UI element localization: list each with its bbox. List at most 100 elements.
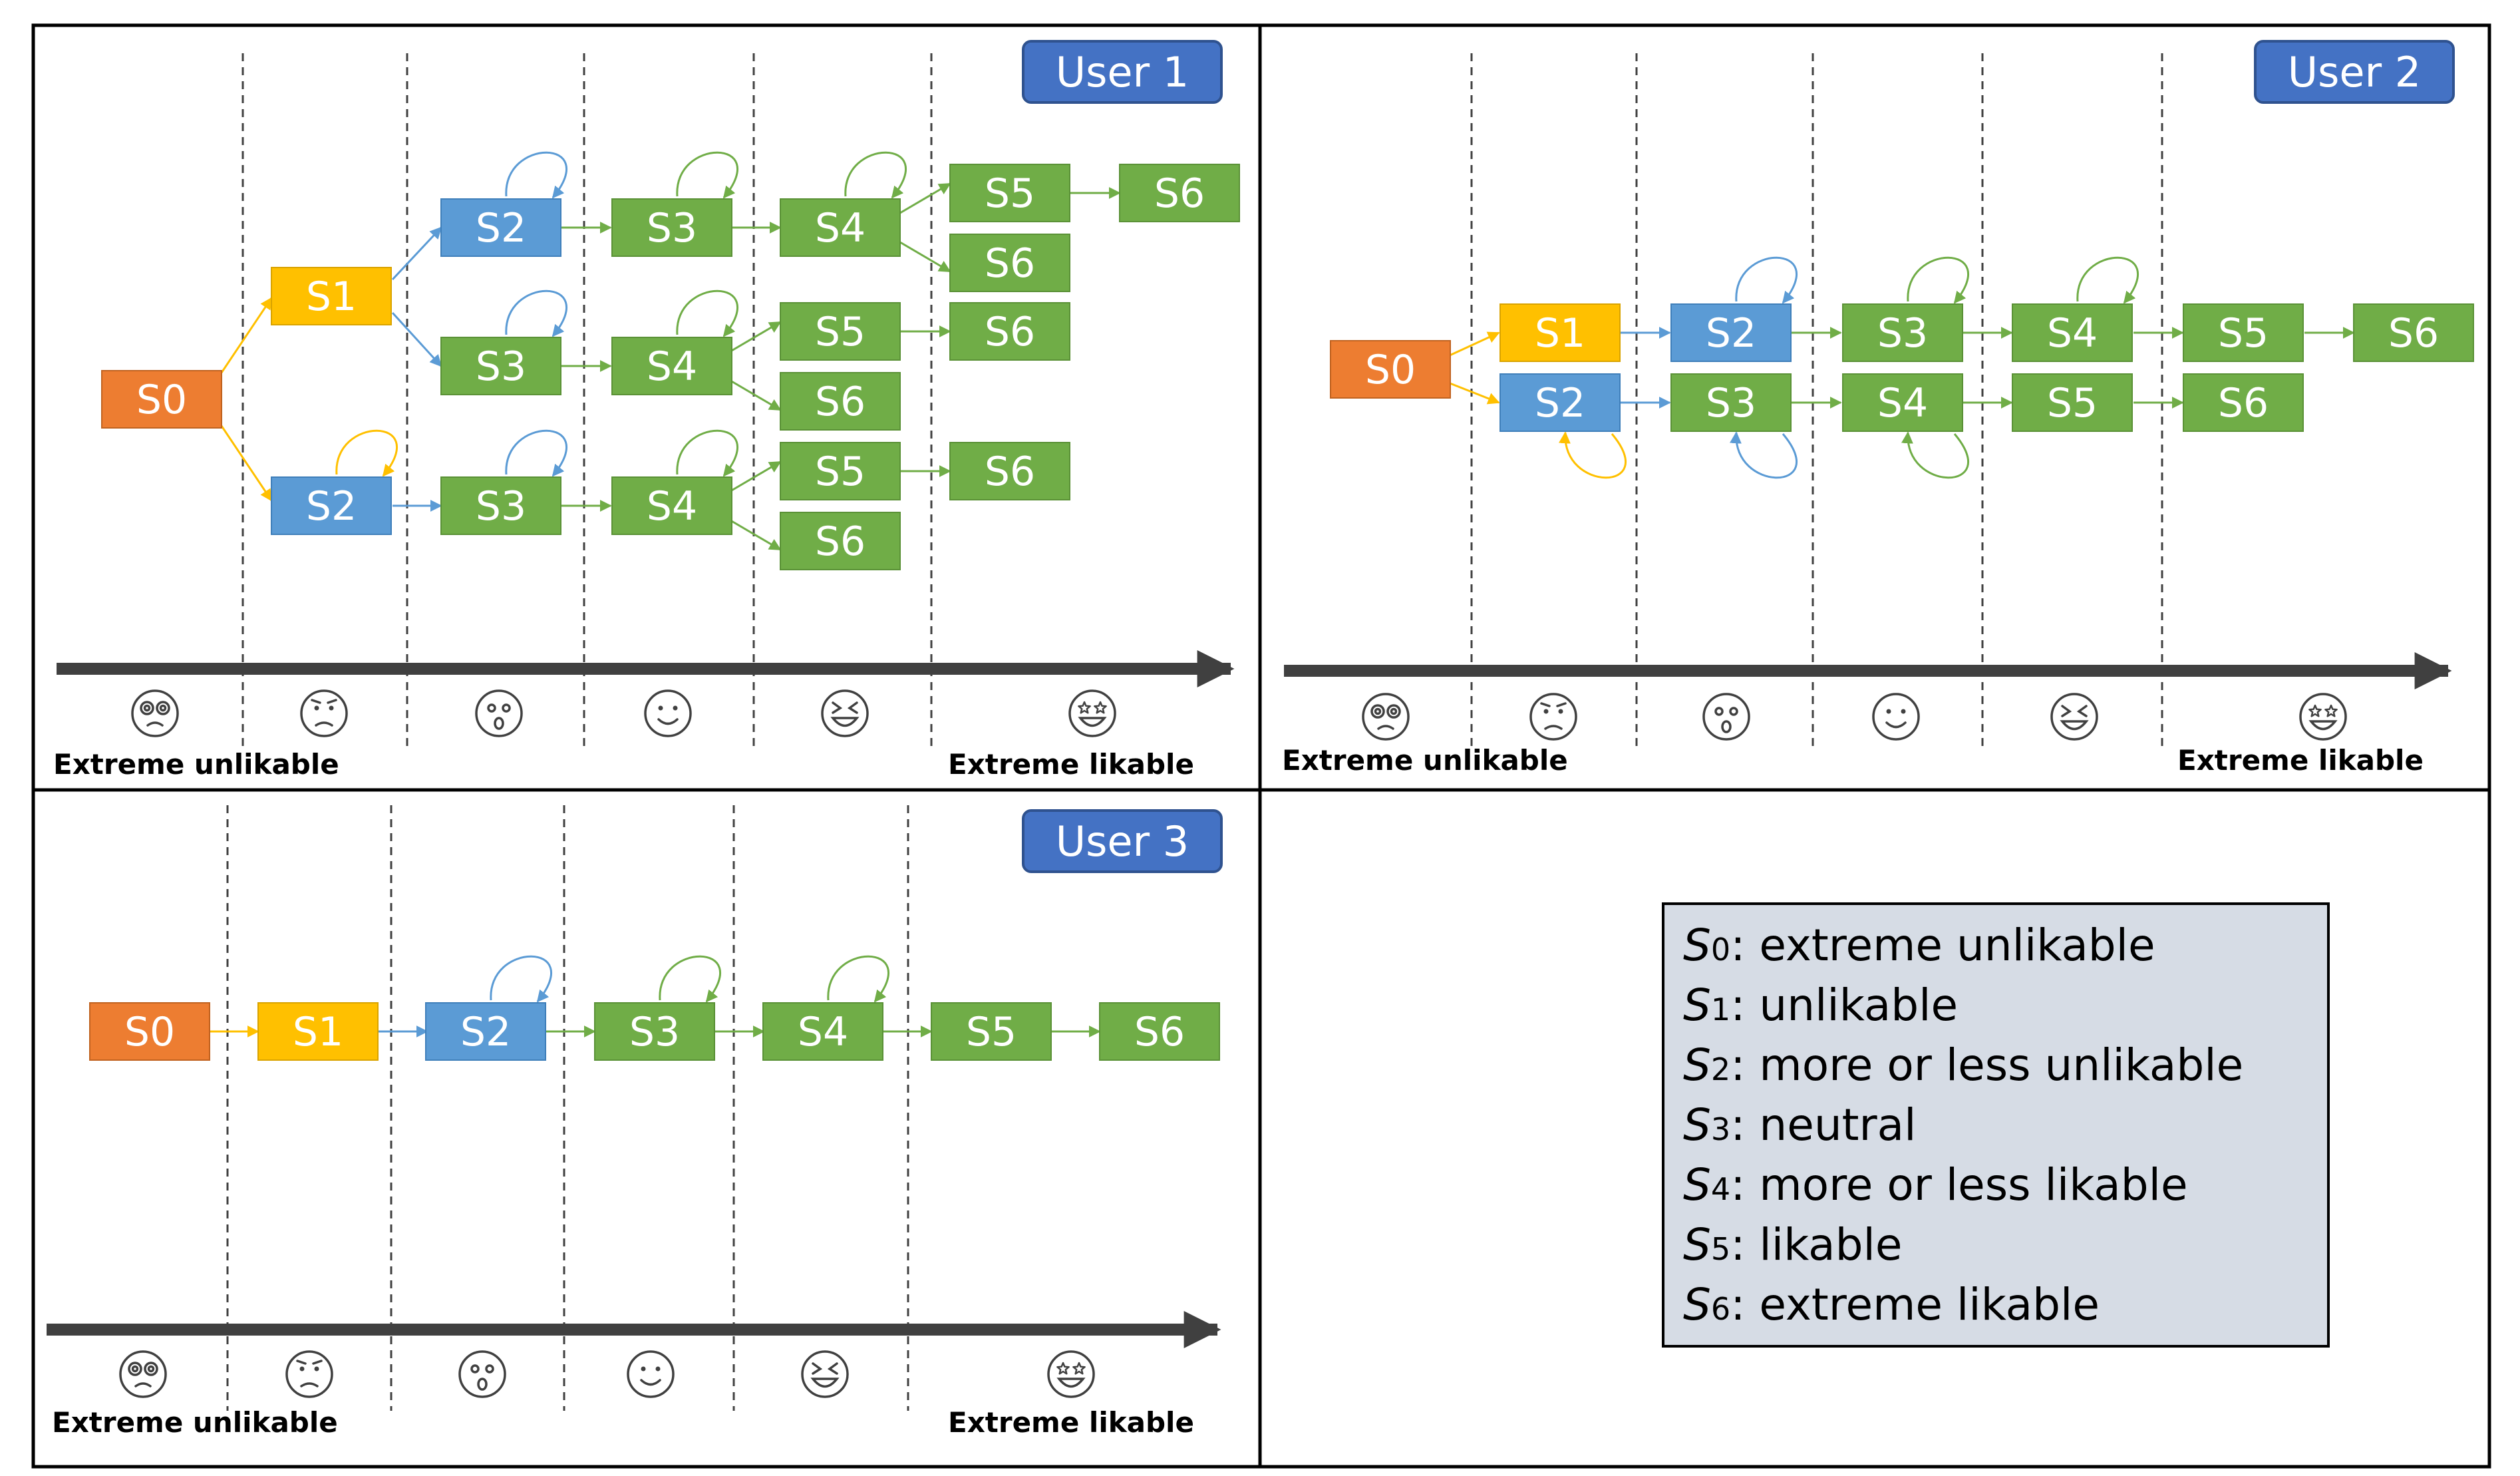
user1-state-s2-top-label: S2 (476, 205, 526, 252)
user2-arrow-s0-s2 (1448, 381, 1500, 405)
legend-item-s3: S3: neutral (1683, 1099, 1916, 1151)
smiling-face-icon (644, 689, 692, 737)
user3-state-s6-box (1099, 1002, 1220, 1061)
user1-state-s6-top-end-box (1119, 164, 1240, 222)
user1-state-s4-low-box (611, 476, 732, 535)
user1-arrow-s0-s1 (220, 297, 273, 373)
user1-loop-s4 (844, 151, 907, 199)
user2-state-s3-top-box (1842, 303, 1963, 362)
user3-state-s1-label: S1 (293, 1009, 343, 1055)
user1-state-s5-top-label: S5 (985, 170, 1035, 217)
user1-state-s3-low-label: S3 (476, 483, 526, 530)
user2-state-s1-box (1499, 303, 1621, 362)
user2-axis-label-right: Extreme likable (2177, 744, 2424, 777)
user1-tag (1022, 40, 1223, 104)
user2-state-s3-low-box (1670, 373, 1792, 432)
user3-state-s0-box (89, 1002, 210, 1061)
user2-loop-s4 (2076, 256, 2139, 304)
user1-state-s6-low-end-box (949, 442, 1070, 500)
user2-state-s4-low-label: S4 (1877, 380, 1928, 427)
user3-axis-label-left: Extreme unlikable (52, 1406, 338, 1439)
user2-arrow-s0-s1 (1448, 331, 1500, 357)
user1-state-s5-low-box (780, 442, 901, 500)
user2-state-s6-top-label: S6 (2388, 310, 2439, 357)
user1-arrow-s4-s5-mid (730, 321, 782, 353)
user2-state-s4-top-label: S4 (2047, 310, 2098, 357)
user2-loop-s3-low (1729, 431, 1798, 479)
grinning-squint-face-icon (2050, 693, 2098, 741)
user3-state-s6-label: S6 (1134, 1009, 1185, 1055)
user2-state-s4-low-box (1842, 373, 1963, 432)
user1-loop-s2-low (335, 429, 398, 477)
user1-arrow-s1-s2 (391, 226, 442, 281)
user1-state-s0-box (101, 370, 222, 429)
user1-state-s0-label: S0 (136, 377, 187, 423)
dizzy-face-icon (131, 689, 179, 737)
user1-loop-s3-low (505, 429, 567, 477)
user2-loop-s2-low (1558, 431, 1627, 479)
user1-state-s6-low-label: S6 (815, 518, 866, 565)
user1-arrow-s4-s6-mid (730, 379, 782, 411)
legend-item-s5: S5: likable (1683, 1219, 1902, 1270)
user2-state-s5-low-label: S5 (2047, 380, 2098, 427)
user3-state-s5-label: S5 (966, 1009, 1017, 1055)
user1-axis-label-left: Extreme unlikable (53, 748, 339, 781)
user2-loop-s2 (1735, 256, 1798, 304)
surprised-face-icon (458, 1350, 506, 1398)
user2-loop-s4-low (1901, 431, 1969, 479)
user3-state-s4-label: S4 (798, 1009, 848, 1055)
smiling-face-icon (627, 1350, 675, 1398)
user1-state-s6-mid-box (780, 372, 901, 431)
user1-state-s6-top-box (949, 234, 1070, 292)
user3-title: User 3 (1056, 817, 1189, 866)
user1-state-s6-low-end-label: S6 (985, 449, 1035, 495)
user2-state-s0-label: S0 (1365, 347, 1416, 393)
user1-state-s6-mid-end-label: S6 (985, 309, 1035, 355)
user1-state-s5-low-label: S5 (815, 449, 866, 495)
user2-state-s5-top-box (2183, 303, 2304, 362)
user1-state-s6-low-box (780, 512, 901, 570)
user1-arrow-s4-s5-low (730, 461, 782, 492)
user3-state-s2-label: S2 (460, 1009, 511, 1055)
user1-state-s5-mid-box (780, 302, 901, 361)
user1-loop-s4-mid (676, 289, 738, 337)
user1-arrow-s4-s6 (899, 241, 951, 273)
user1-state-s4-mid-label: S4 (647, 343, 697, 390)
user2-state-s3-low-label: S3 (1706, 380, 1756, 427)
user3-state-s1-box (257, 1002, 379, 1061)
user2-state-s6-top-box (2353, 303, 2474, 362)
user3-state-s5-box (931, 1002, 1052, 1061)
user2-state-s1-label: S1 (1535, 310, 1585, 357)
user1-arrow-s0-s2 (220, 425, 273, 502)
user2-tag (2254, 40, 2455, 104)
user1-state-s1-box (271, 267, 392, 325)
user1-state-s3-low-box (440, 476, 561, 535)
surprised-face-icon (1702, 693, 1750, 741)
star-struck-face-icon (1047, 1350, 1095, 1398)
user1-state-s6-mid-label: S6 (815, 379, 866, 425)
frowning-face-icon (1529, 693, 1577, 741)
user2-state-s6-low-label: S6 (2218, 380, 2269, 427)
user3-loop-s2 (490, 955, 552, 1003)
user1-state-s3-mid-box (440, 337, 561, 395)
user1-arrow-s1-s3 (391, 311, 442, 367)
user1-state-s6-mid-end-box (949, 302, 1070, 361)
user1-state-s5-top-box (949, 164, 1070, 222)
dizzy-face-icon (119, 1350, 167, 1398)
user1-state-s3-top-box (611, 198, 732, 257)
user3-state-s4-box (762, 1002, 883, 1061)
frowning-face-icon (300, 689, 348, 737)
legend-item-s2: S2: more or less unlikable (1683, 1039, 2243, 1091)
user1-loop-s3 (676, 151, 738, 199)
user3-loop-s4 (827, 955, 889, 1003)
user1-axis-label-right: Extreme likable (948, 748, 1194, 781)
user2-state-s4-top-box (2012, 303, 2133, 362)
grinning-squint-face-icon (801, 1350, 849, 1398)
user2-title: User 2 (2288, 48, 2421, 96)
user2-state-s5-low-box (2012, 373, 2133, 432)
